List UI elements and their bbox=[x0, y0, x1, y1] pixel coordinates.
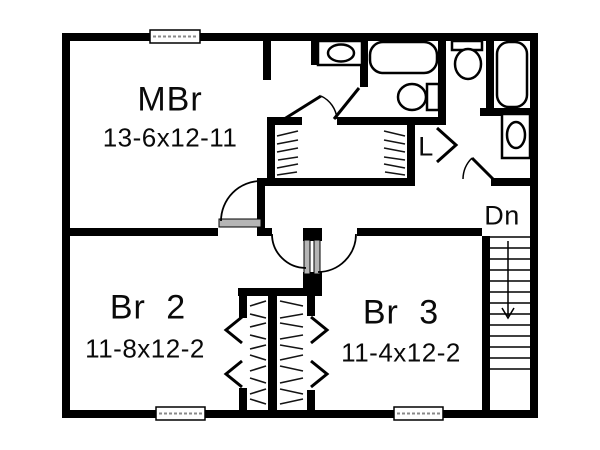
bathtub-icon bbox=[495, 40, 529, 109]
toilet-tank-icon bbox=[425, 82, 441, 112]
mbr-closet-right-hatch bbox=[383, 130, 406, 176]
br3-door-arc bbox=[317, 233, 357, 273]
master-bath-door-leaf-right bbox=[332, 87, 361, 120]
wall-exterior-left bbox=[62, 33, 70, 418]
br2-door-arc bbox=[271, 233, 307, 269]
toilet-bowl-icon bbox=[453, 47, 483, 81]
bathtub-icon bbox=[368, 40, 439, 75]
linen-closet-door-chevron bbox=[435, 126, 459, 164]
wall-tub-bottom bbox=[480, 108, 530, 116]
window-mbr-top bbox=[149, 29, 201, 44]
room-dimensions-master-bedroom: 13-6x12-11 bbox=[102, 122, 238, 153]
stairs-down-arrow-icon bbox=[501, 307, 515, 320]
wall-hallbath-south bbox=[491, 178, 530, 186]
wall-closet-middle bbox=[268, 296, 277, 410]
wall-corridor-closet-left bbox=[267, 117, 275, 186]
hall-bath-door-arc bbox=[462, 157, 473, 180]
wall-stair-west bbox=[482, 236, 490, 410]
wall-hall-south-a bbox=[70, 228, 218, 236]
wall-door-stub-top bbox=[303, 228, 322, 241]
closet-hatching bbox=[249, 130, 406, 405]
br3-closet-door-chevron-top bbox=[310, 315, 330, 345]
mbr-closet-left-hatch bbox=[276, 130, 299, 176]
walls bbox=[62, 33, 538, 418]
linen-closet-label: L bbox=[418, 131, 434, 162]
br2-door-leaf bbox=[303, 239, 311, 275]
mbr-door-arc bbox=[220, 180, 262, 222]
room-dimensions-bedroom-3: 11-4x12-2 bbox=[341, 337, 461, 368]
wall-hall-north bbox=[258, 178, 415, 186]
wall-exterior-bottom bbox=[62, 410, 538, 418]
br2-closet-door-chevron-top bbox=[223, 315, 243, 345]
wall-hall-south-b bbox=[262, 228, 272, 236]
sink-basin-icon bbox=[326, 43, 356, 63]
wall-closet-left-b bbox=[239, 388, 247, 410]
wall-exterior-top bbox=[62, 33, 538, 41]
mbr-door-leaf bbox=[218, 218, 262, 228]
br3-door-leaf bbox=[313, 239, 321, 275]
wall-closet-right-a bbox=[307, 296, 315, 316]
wall-hall-south-c bbox=[357, 228, 482, 236]
wall-bath-floor-right bbox=[337, 117, 446, 125]
doors bbox=[218, 87, 495, 389]
wall-closet-top bbox=[238, 288, 321, 296]
br3-closet-door-chevron-bottom bbox=[310, 359, 330, 389]
windows bbox=[149, 29, 444, 421]
staircase bbox=[490, 236, 530, 370]
wall-bath-floor-left bbox=[267, 117, 302, 125]
wall-bath-divider bbox=[438, 33, 446, 125]
window-br2-bottom bbox=[155, 406, 206, 421]
wall-corridor-closet-right bbox=[407, 117, 415, 186]
toilet-bowl-icon bbox=[396, 82, 428, 112]
master-bath-door-leaf-left bbox=[280, 94, 322, 123]
room-dimensions-bedroom-2: 11-8x12-2 bbox=[85, 333, 205, 364]
br2-closet-hatch bbox=[249, 300, 267, 405]
master-bath-fixtures bbox=[316, 39, 441, 112]
wall-mbr-east bbox=[263, 41, 271, 80]
hall-bath-fixtures bbox=[450, 39, 532, 160]
window-br3-bottom bbox=[393, 406, 444, 421]
br3-closet-hatch bbox=[279, 300, 304, 405]
wall-closet-right-b bbox=[307, 390, 315, 410]
wall-exterior-right bbox=[530, 33, 538, 418]
room-label-bedroom-2: Br 2 bbox=[109, 288, 187, 327]
sink-basin-icon bbox=[505, 120, 527, 150]
wall-vanity-stub bbox=[311, 41, 317, 65]
wall-hall-west-jamb bbox=[257, 178, 265, 236]
wall-vanity-divider bbox=[360, 41, 368, 87]
hall-bath-door-leaf bbox=[470, 156, 495, 181]
room-label-bedroom-3: Br 3 bbox=[362, 293, 440, 332]
master-bath-door-arc bbox=[320, 95, 338, 120]
stairs-down-label: Dn bbox=[484, 200, 520, 231]
br2-closet-door-chevron-bottom bbox=[223, 359, 243, 389]
wall-closet-left-a bbox=[239, 296, 247, 318]
wall-hallbath-toilet-divider bbox=[486, 41, 494, 108]
room-label-master-bedroom: MBr bbox=[137, 80, 203, 119]
